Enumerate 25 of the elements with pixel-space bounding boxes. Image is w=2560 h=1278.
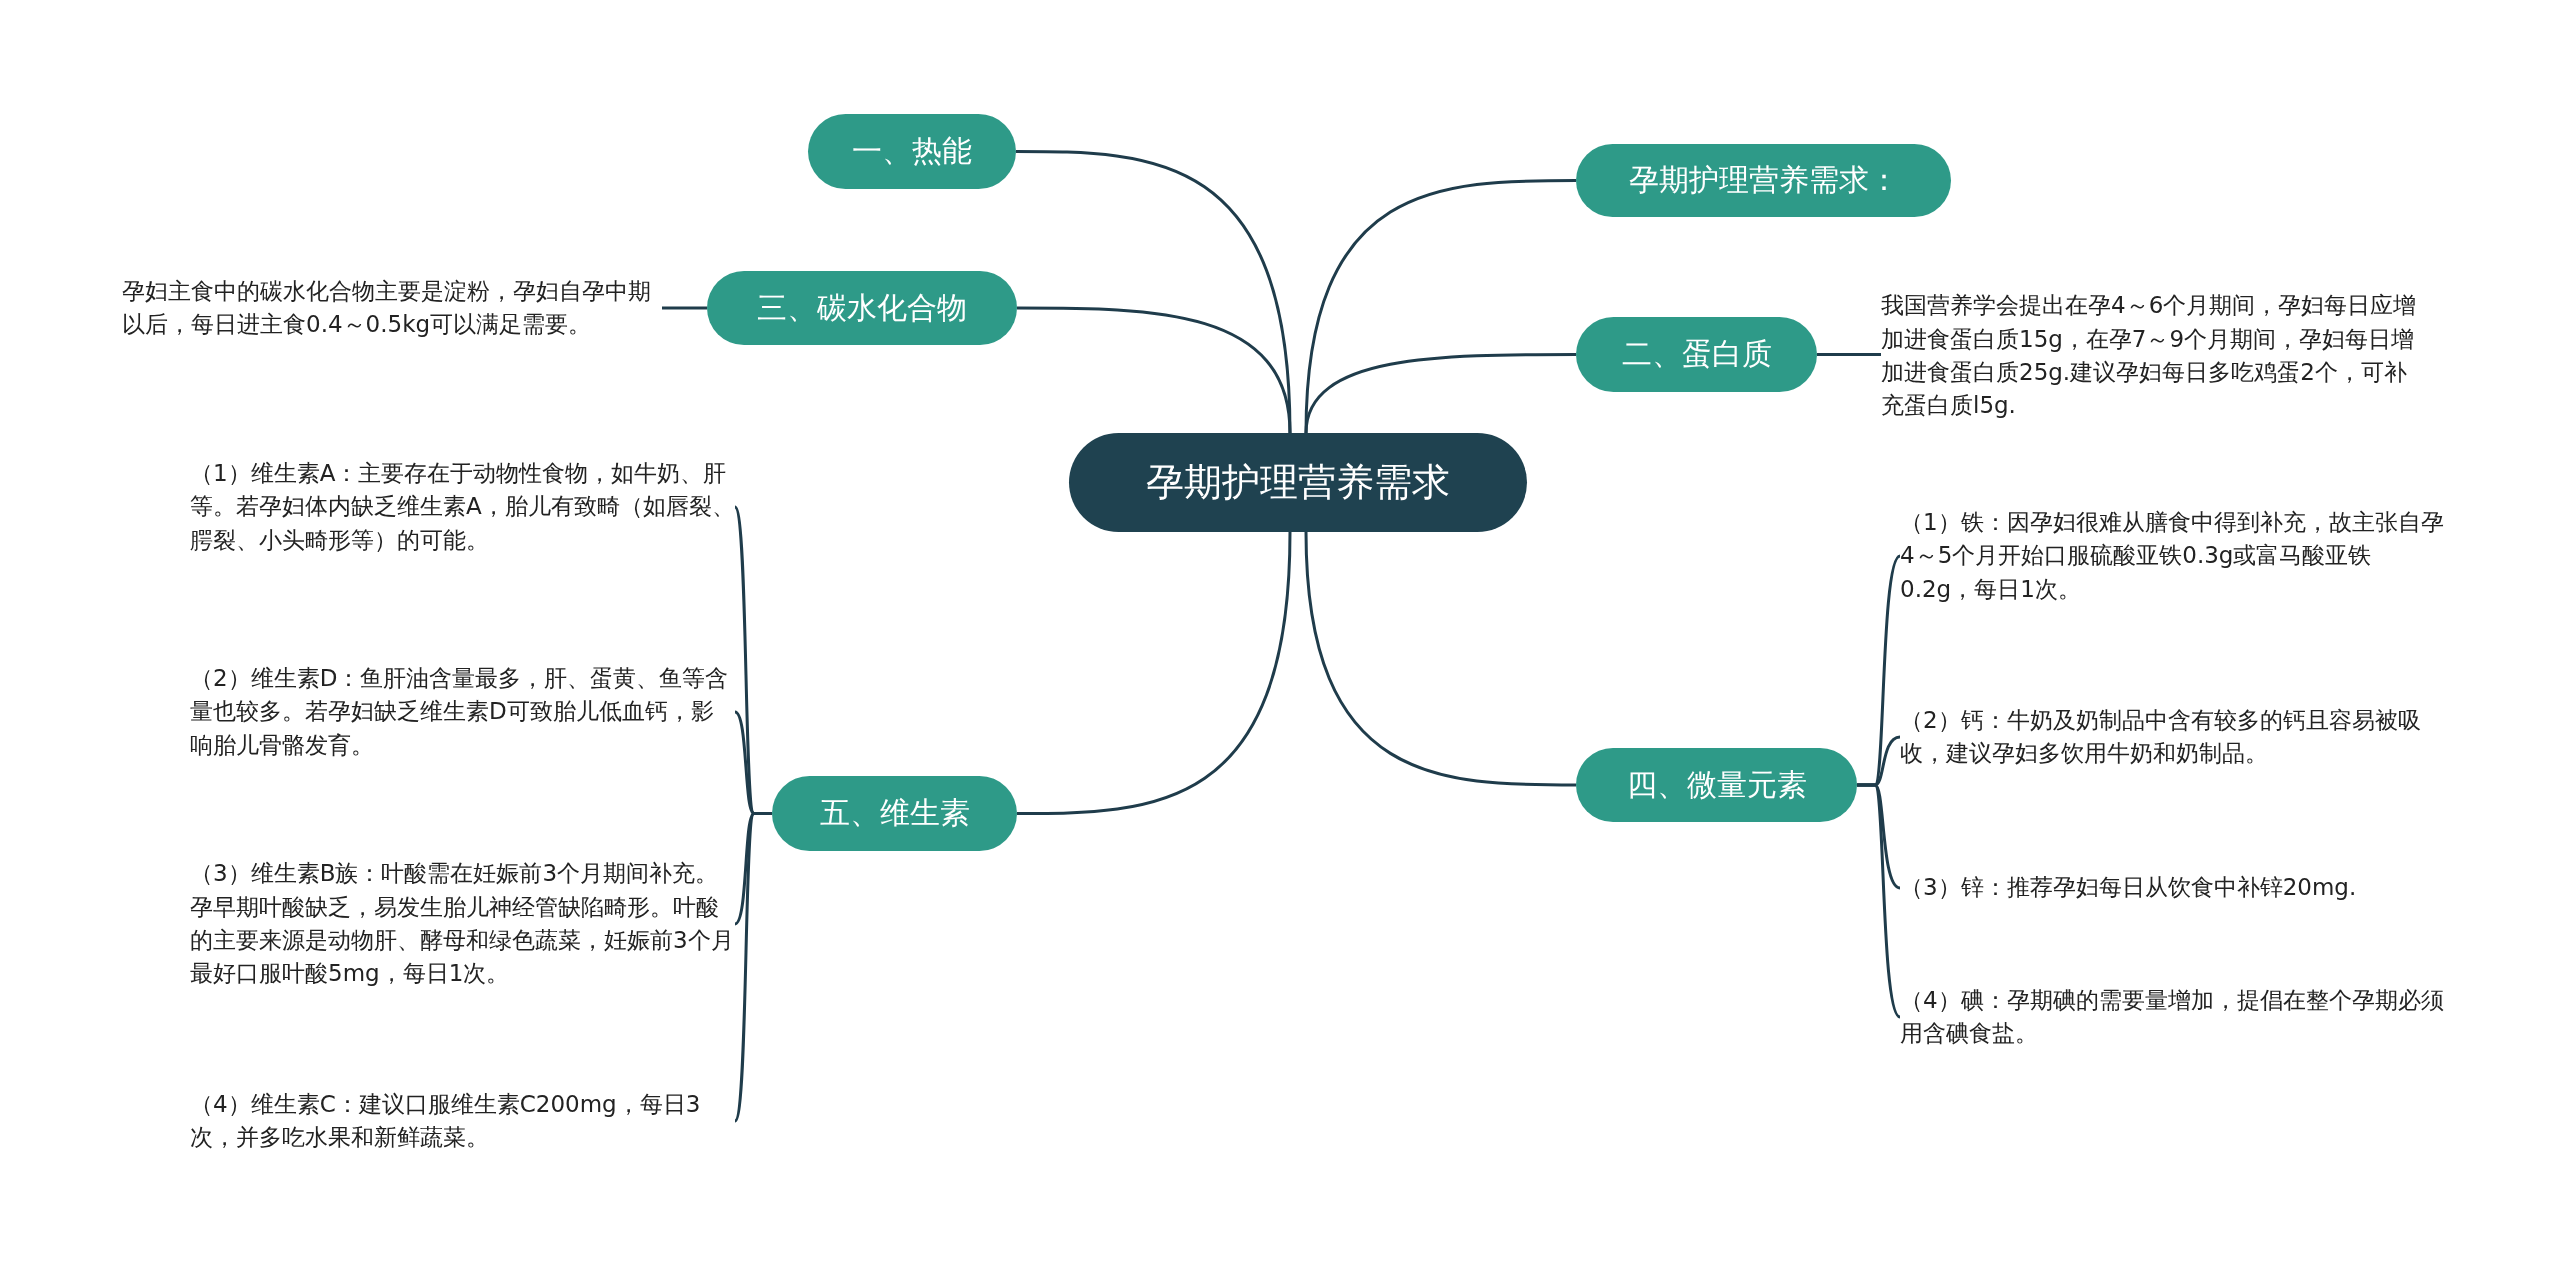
topic-pill: 四、微量元素 bbox=[1576, 748, 1857, 822]
connector-line bbox=[733, 812, 772, 1122]
topic-pill: 三、碳水化合物 bbox=[707, 271, 1017, 345]
connector-line bbox=[1817, 353, 1881, 356]
topic-pill: 孕期护理营养需求： bbox=[1576, 144, 1951, 217]
connector-line bbox=[1857, 783, 1902, 1019]
note-text: （2）维生素D：鱼肝油含量最多，肝、蛋黄、鱼等含量也较多。若孕妇缺乏维生素D可致胎儿低血钙，影响胎儿骨骼发育。 bbox=[190, 656, 735, 768]
topic-pill: 一、热能 bbox=[808, 114, 1016, 189]
connector-line bbox=[1304, 531, 1576, 787]
central-topic: 孕期护理营养需求 bbox=[1069, 433, 1527, 532]
note-text: 孕妇主食中的碳水化合物主要是淀粉，孕妇自孕中期以后，每日进主食0.4～0.5kg可以满足需要。 bbox=[122, 250, 662, 366]
note-text: （1）维生素A：主要存在于动物性食物，如牛奶、肝等。若孕妇体内缺乏维生素A，胎儿有致畸（如唇裂、腭裂、小头畸形等）的可能。 bbox=[190, 436, 735, 578]
connector-line bbox=[1017, 306, 1292, 434]
note-text: （4）碘：孕期碘的需要量增加，提倡在整个孕期必须用含碘食盐。 bbox=[1900, 982, 2445, 1052]
topic-pill: 二、蛋白质 bbox=[1576, 317, 1817, 392]
note-text: （3）维生素B族：叶酸需在妊娠前3个月期间补充。孕早期叶酸缺乏，易发生胎儿神经管缺陷畸形。叶酸的主要来源是动物肝、酵母和绿色蔬菜，妊娠前3个月最好口服叶酸5mg，每日1次。 bbox=[190, 838, 735, 1010]
note-text: （4）维生素C：建议口服维生素C200mg，每日3次，并多吃水果和新鲜蔬菜。 bbox=[190, 1086, 735, 1156]
connector-line bbox=[1017, 531, 1292, 815]
note-text: 我国营养学会提出在孕4～6个月期间，孕妇每日应增加进食蛋白质15g，在孕7～9个月期间，孕妇每日增加进食蛋白质25g.建议孕妇每日多吃鸡蛋2个，可补充蛋白质l5g. bbox=[1881, 285, 2426, 427]
connector-line bbox=[1304, 353, 1576, 434]
connector-line bbox=[662, 306, 707, 310]
note-text: （2）钙：牛奶及奶制品中含有较多的钙且容易被吸收，建议孕妇多饮用牛奶和奶制品。 bbox=[1900, 682, 2445, 792]
note-text: （1）铁：因孕妇很难从膳食中得到补充，故主张自孕4～5个月开始口服硫酸亚铁0.3g或富马酸亚铁0.2g，每日1次。 bbox=[1900, 502, 2445, 610]
topic-pill: 五、维生素 bbox=[772, 776, 1017, 851]
note-text: （3）锌：推荐孕妇每日从饮食中补锌20mg. bbox=[1900, 868, 2445, 908]
